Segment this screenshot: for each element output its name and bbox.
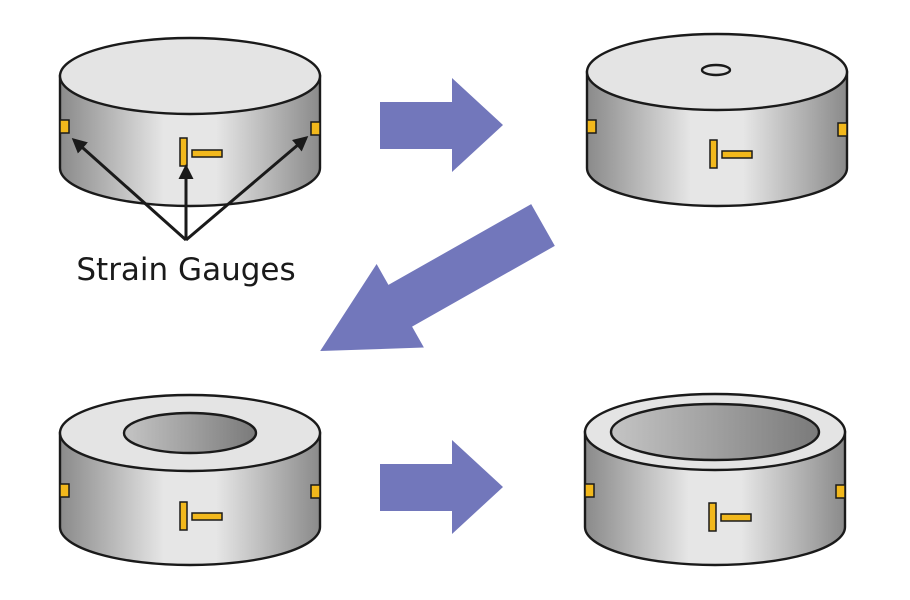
strain-gauge-right	[310, 484, 321, 499]
strain-gauge-left	[584, 483, 595, 498]
cylinder-stage-2	[585, 32, 849, 208]
process-arrow-stage1-to-stage2	[380, 78, 503, 172]
process-arrow-stage3-to-stage4	[380, 440, 503, 534]
cylinder-stage-3	[58, 393, 322, 567]
large-bore-opening	[609, 402, 821, 462]
cylinder-stage-1	[58, 36, 322, 208]
strain-gauges-caption: Strain Gauges	[76, 252, 295, 288]
gauge-pointer-arrows	[71, 136, 309, 242]
small-center-hole	[700, 63, 732, 77]
strain-gauge-right	[835, 484, 846, 499]
strain-gauge-right	[310, 121, 321, 136]
cylinder-stage-4	[583, 392, 847, 567]
process-arrow-stage2-to-stage3	[320, 204, 555, 352]
strain-gauge-left	[586, 119, 597, 134]
medium-bore-opening	[122, 411, 258, 455]
strain-gauge-right	[837, 122, 848, 137]
strain-gauge-front	[709, 139, 753, 169]
process-arrows	[320, 78, 555, 534]
cylinder-1-top	[58, 36, 322, 116]
strain-gauge-left	[59, 119, 70, 134]
pointer-arrow-left	[71, 138, 187, 242]
pointer-arrow-right	[185, 136, 309, 242]
strain-gauge-front	[179, 501, 223, 531]
strain-gauge-front	[708, 502, 752, 532]
strain-gauge-left	[59, 483, 70, 498]
